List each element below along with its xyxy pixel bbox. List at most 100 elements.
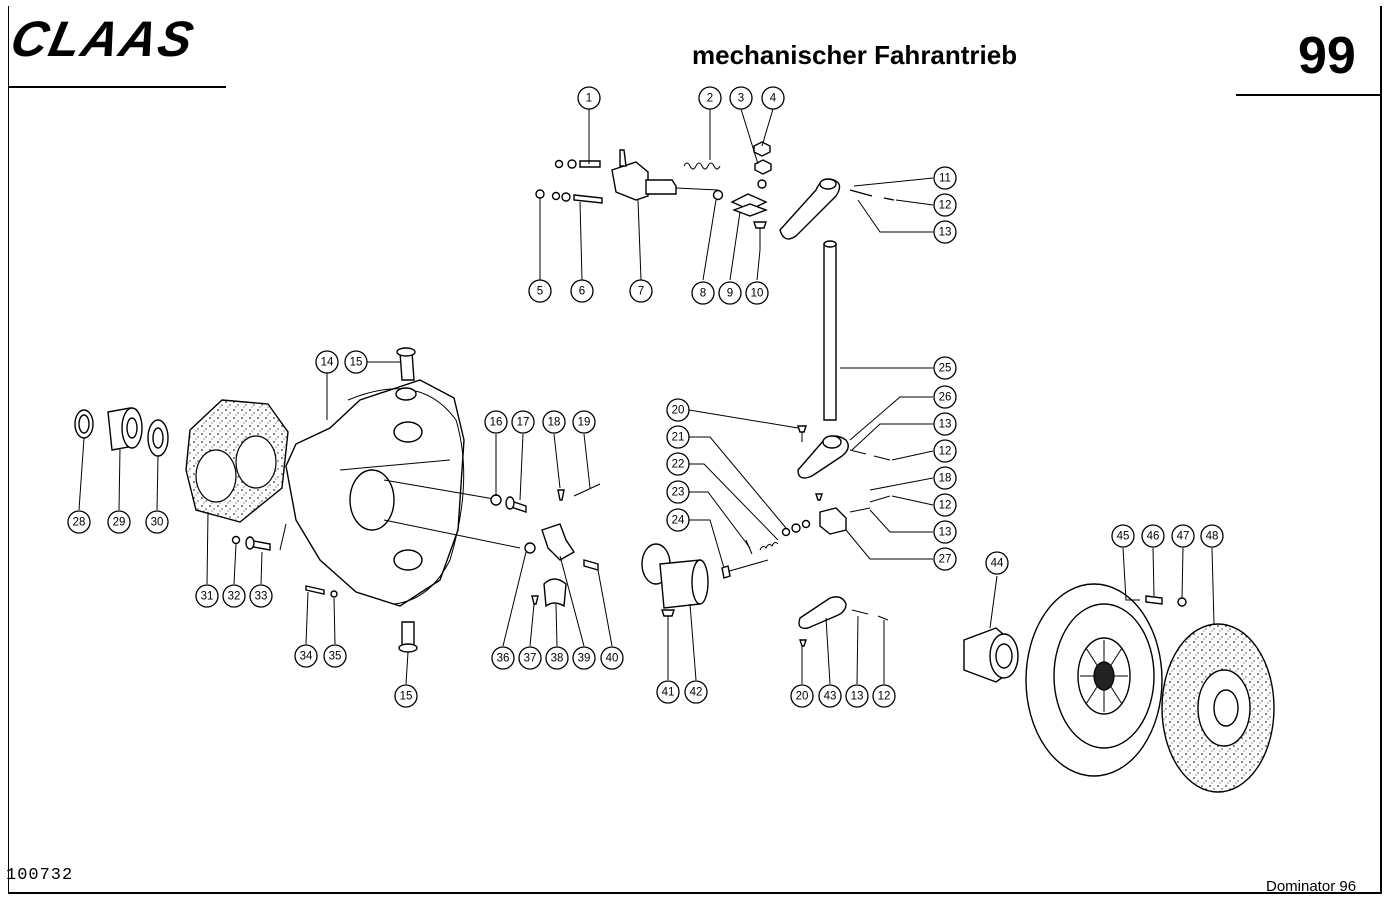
housing-group [74,347,601,653]
callout-40: 40 [600,646,624,670]
callout-number: 10 [751,288,764,300]
callout-26: 26 [933,385,957,409]
callout-number: 41 [662,687,675,699]
callout-number: 13 [939,419,952,431]
callout-13: 13 [845,684,869,708]
callout-number: 21 [672,432,685,444]
callout-37: 37 [518,646,542,670]
callout-1: 1 [577,86,601,110]
callout-number: 42 [690,687,703,699]
callout-28: 28 [67,510,91,534]
callout-13: 13 [933,520,957,544]
callout-21: 21 [666,425,690,449]
callout-27: 27 [933,547,957,571]
callout-number: 12 [939,200,952,212]
callout-number: 36 [497,653,510,665]
callout-10: 10 [745,281,769,305]
callout-number: 39 [578,653,591,665]
callout-number: 43 [824,691,837,703]
callout-14: 14 [315,350,339,374]
callout-47: 47 [1171,524,1195,548]
callout-number: 33 [255,591,268,603]
machine-model: Dominator 96 [1266,878,1357,895]
callout-2: 2 [698,86,722,110]
callout-12: 12 [933,193,957,217]
callout-19: 19 [572,410,596,434]
callout-23: 23 [666,480,690,504]
callout-12: 12 [933,493,957,517]
callout-number: 22 [672,459,685,471]
page-number: 99 [1298,27,1356,85]
callout-number: 9 [727,288,733,300]
callout-number: 13 [851,691,864,703]
header-rule-right [1236,94,1380,96]
clutch-group [963,583,1275,793]
callout-number: 19 [578,417,591,429]
callout-11: 11 [933,166,957,190]
callout-20: 20 [790,684,814,708]
header-rule-left [8,86,226,88]
callout-15: 15 [344,350,368,374]
callout-38: 38 [545,646,569,670]
callout-45: 45 [1111,524,1135,548]
callout-35: 35 [323,644,347,668]
callout-number: 32 [228,591,241,603]
callout-20: 20 [666,398,690,422]
callout-number: 20 [796,691,809,703]
callout-44: 44 [985,551,1009,575]
callout-number: 14 [321,357,334,369]
callout-number: 25 [939,363,952,375]
frame-right-line [1380,6,1382,894]
linkage-group [535,141,895,421]
callout-number: 31 [201,591,214,603]
callout-number: 37 [524,653,537,665]
callout-number: 15 [350,357,363,369]
leader-lines [78,108,1215,685]
callout-number: 8 [700,288,706,300]
callout-number: 12 [939,446,952,458]
callout-number: 13 [939,527,952,539]
callout-number: 18 [939,473,952,485]
callout-25: 25 [933,356,957,380]
lever-group [641,425,891,647]
callout-number: 7 [638,286,644,298]
callout-13: 13 [933,412,957,436]
callout-number: 2 [707,93,713,105]
callout-43: 43 [818,684,842,708]
callout-number: 44 [991,558,1004,570]
callout-number: 23 [672,487,685,499]
callout-number: 6 [579,286,585,298]
callout-9: 9 [718,281,742,305]
callout-46: 46 [1141,524,1165,548]
callout-number: 28 [73,517,86,529]
callout-number: 20 [672,405,685,417]
callout-number: 46 [1147,531,1160,543]
callout-number: 24 [672,515,685,527]
callout-number: 18 [548,417,561,429]
callout-number: 40 [606,653,619,665]
page-frame [8,6,1381,894]
callout-41: 41 [656,680,680,704]
callout-number: 35 [329,651,342,663]
callout-number: 48 [1206,531,1219,543]
callout-number: 12 [878,691,891,703]
callout-number: 29 [113,517,126,529]
callout-42: 42 [684,680,708,704]
callout-34: 34 [294,644,318,668]
callout-4: 4 [761,86,785,110]
document-number: 100732 [6,866,74,885]
page-title: mechanischer Fahrantrieb [692,40,1018,70]
callout-33: 33 [249,584,273,608]
callout-31: 31 [195,584,219,608]
callout-number: 30 [151,517,164,529]
callout-12: 12 [872,684,896,708]
callout-7: 7 [629,279,653,303]
callout-15: 15 [394,684,418,708]
callout-17: 17 [511,410,535,434]
callout-number: 47 [1177,531,1190,543]
callout-number: 26 [939,392,952,404]
callout-29: 29 [107,510,131,534]
callout-13: 13 [933,220,957,244]
